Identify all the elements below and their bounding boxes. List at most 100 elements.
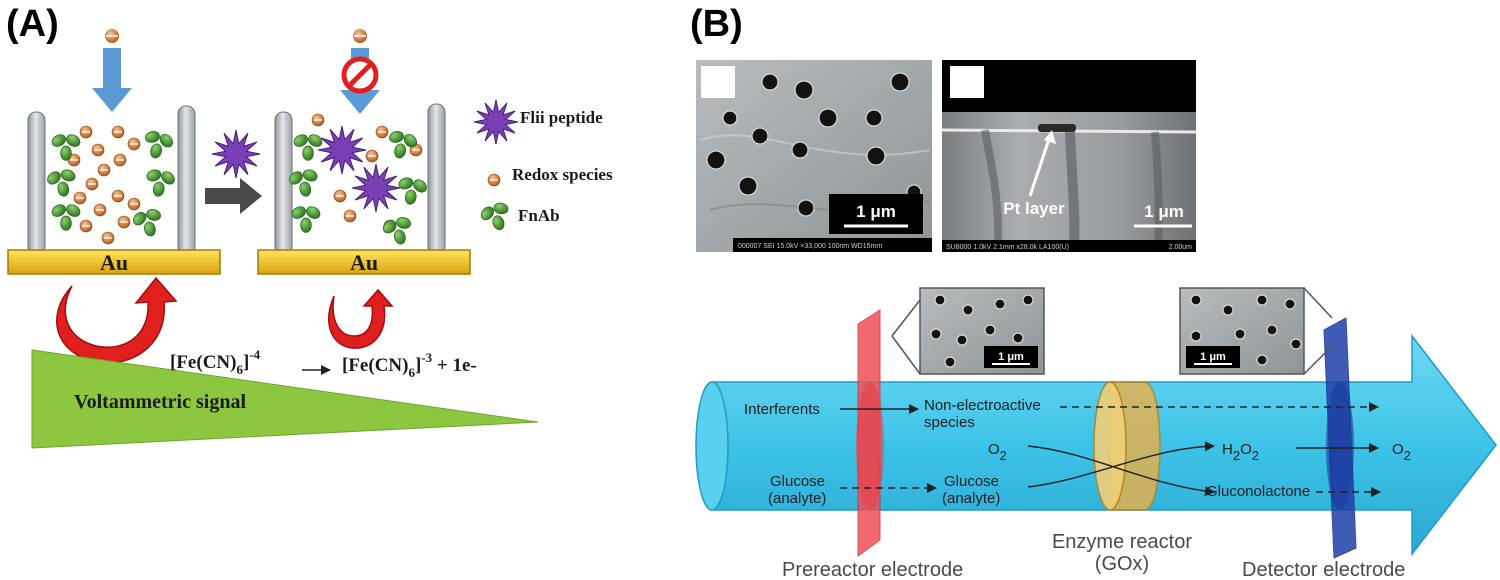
electrode-label: Au [350, 250, 378, 275]
antibody-icon [289, 169, 318, 197]
redox-species-icon [91, 143, 105, 157]
inset-scale-label: 1 μm [1200, 351, 1226, 363]
antibody-icon [398, 177, 427, 205]
sem-image-cross-section: Pt layer 1 μm SU8000 1.0kV 2.1mm x28.0k … [941, 60, 1197, 253]
redox-species-icon [111, 125, 125, 139]
svg-text:[Fe(CN)6]-3 + 1e-: [Fe(CN)6]-3 + 1e- [342, 350, 477, 380]
sem-scale-label: 1 μm [856, 202, 896, 221]
membrane-pore [962, 304, 974, 316]
redox-species-icon [365, 149, 379, 163]
pt-layer-label: Pt layer [1003, 199, 1065, 218]
reaction-left-sup: -4 [249, 347, 260, 362]
flow-annotations: Interferents Non-electroactive species O… [744, 397, 1411, 507]
red-redox-arrow-small [328, 288, 394, 349]
redox-species-icon [111, 189, 125, 203]
left-pillar [27, 111, 46, 256]
reaction-left: [Fe(CN) [170, 352, 236, 373]
voltammetric-signal-wedge [31, 349, 539, 449]
membrane-pore [1190, 294, 1202, 306]
membrane-pore [818, 108, 838, 128]
analyte-label-1: (analyte) [768, 490, 826, 507]
o2-out-label: O [1392, 441, 1404, 458]
pt-layer-pointer [1028, 135, 1052, 197]
left-pillar [274, 111, 293, 256]
binding-arrow [205, 178, 262, 214]
glucose-label-1: Glucose [770, 473, 825, 490]
membrane-pore [956, 334, 968, 346]
inset-scale-label: 1 μm [998, 351, 1024, 363]
enzyme-caption-2: (GOx) [1095, 553, 1149, 575]
reaction-right-tail: + 1e- [432, 355, 477, 376]
membrane-pore [751, 127, 769, 145]
right-pillar [427, 103, 446, 256]
sem-footer-right: 2.00um [1169, 244, 1193, 251]
membrane-pore [930, 328, 942, 340]
sem-scale-label: 1 μm [1144, 202, 1184, 221]
redox-species-icon [101, 231, 115, 245]
right-sensor-cell: Au [257, 29, 471, 275]
flii-peptide-icon [211, 129, 261, 179]
redox-species-icon [97, 163, 111, 177]
redox-species-icon [375, 125, 389, 139]
membrane-pore [934, 294, 946, 306]
redox-species-icon [93, 203, 107, 217]
antibody-icon [389, 131, 418, 159]
o2-consumption-arrow [1027, 445, 1215, 497]
gluconolactone-label: Gluconolactone [1206, 483, 1310, 500]
antibody-icon [47, 169, 76, 197]
membrane-pore [1256, 354, 1268, 366]
analyte-label-2: (analyte) [942, 490, 1000, 507]
redox-species-icon [343, 209, 357, 223]
signal-label: Voltammetric signal [74, 391, 246, 413]
h2o2-label-a: H [1222, 441, 1233, 458]
membrane-pore [1266, 324, 1278, 336]
o2-in-label: O [988, 441, 1000, 458]
membrane-pore [865, 109, 883, 127]
svg-text:O2: O2 [1392, 441, 1411, 463]
membrane-pore [1256, 294, 1268, 306]
legend: Flii peptide Redox species FnAb [512, 108, 613, 225]
membrane-pore [761, 73, 779, 91]
membrane-pore [866, 146, 886, 166]
h2o2-label-b: O [1240, 441, 1252, 458]
antibody-icon [145, 131, 174, 159]
membrane-pore [706, 150, 726, 170]
redox-species-icon [85, 177, 99, 191]
reaction-left-close: ] [243, 352, 249, 373]
left-sensor-cell: Au [7, 29, 221, 275]
sem-footer-bar [733, 238, 932, 252]
legend-peptide-label: Flii peptide [520, 108, 603, 127]
redox-species-icon [487, 173, 501, 187]
redox-species-icon [127, 197, 141, 211]
antibody-icon [480, 202, 509, 231]
svg-text:[Fe(CN)6]-4: [Fe(CN)6]-4 [170, 347, 261, 377]
membrane-pore [794, 80, 814, 100]
membrane-pore [1222, 304, 1234, 316]
interferents-label: Interferents [744, 401, 820, 418]
membrane-pore [738, 176, 758, 196]
reaction-left-sub: 6 [236, 362, 243, 377]
enzyme-caption-1: Enzyme reactor [1052, 531, 1192, 553]
membrane-pore [791, 141, 809, 159]
red-redox-arrow-large [56, 276, 178, 364]
antibody-icon [146, 169, 175, 197]
redox-species-icon [127, 137, 141, 151]
membrane-pore [1290, 338, 1302, 350]
molecule-layer [47, 99, 519, 245]
redox-species-icon [333, 189, 347, 203]
legend-antibody-label: FnAb [518, 206, 560, 225]
reaction-right-close: ] [415, 355, 421, 376]
flii-peptide-icon [351, 163, 401, 213]
sem-footer-text: SU8000 1.0kV 2.1mm x28.0k LA100(U) [946, 244, 1069, 251]
svg-text:H2O2: H2O2 [1222, 441, 1259, 463]
non-electroactive-label-1: Non-electroactive [924, 397, 1041, 414]
gold-electrode [257, 249, 471, 275]
pt-layer-segment [1038, 124, 1076, 132]
antibody-icon [51, 204, 81, 231]
reaction-right-sub: 6 [408, 365, 415, 380]
inset-membrane-left: 1 μm [891, 287, 1045, 375]
membrane-pore [1190, 330, 1202, 342]
enzyme-reactor [1093, 381, 1161, 511]
electrode-label: Au [100, 250, 128, 275]
